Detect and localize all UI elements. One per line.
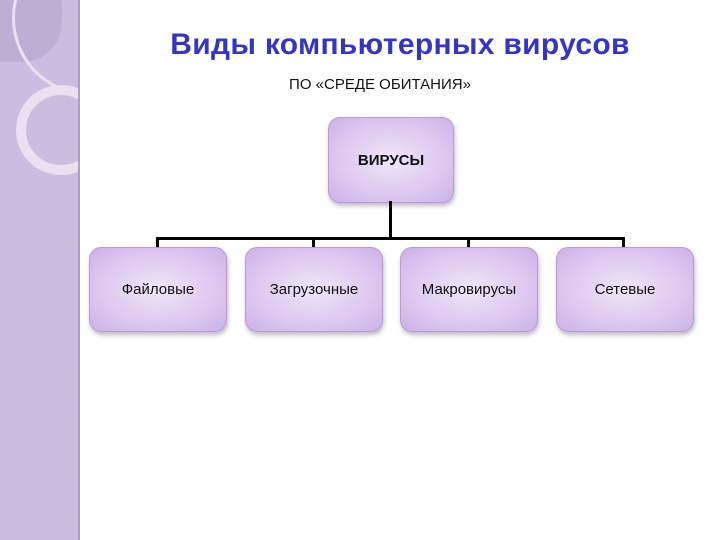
connector-root-vertical — [389, 201, 392, 238]
diagram-node-boot: Загрузочные — [245, 247, 383, 332]
decorative-sidebar — [0, 0, 80, 540]
decorative-circle-small — [16, 85, 78, 175]
connector-drop-1 — [156, 237, 159, 247]
connector-horizontal — [156, 237, 625, 240]
slide-title: Виды компьютерных вирусов — [170, 28, 630, 61]
decorative-circle-large — [12, 0, 78, 96]
connector-drop-2 — [312, 237, 315, 247]
diagram-root-node: ВИРУСЫ — [328, 117, 454, 203]
diagram-node-network: Сетевые — [556, 247, 694, 332]
slide-subtitle: ПО «СРЕДЕ ОБИТАНИЯ» — [289, 76, 471, 93]
diagram-node-macro: Макровирусы — [400, 247, 538, 332]
diagram-node-file: Файловые — [89, 247, 227, 332]
connector-drop-4 — [622, 237, 625, 247]
connector-drop-3 — [467, 237, 470, 247]
